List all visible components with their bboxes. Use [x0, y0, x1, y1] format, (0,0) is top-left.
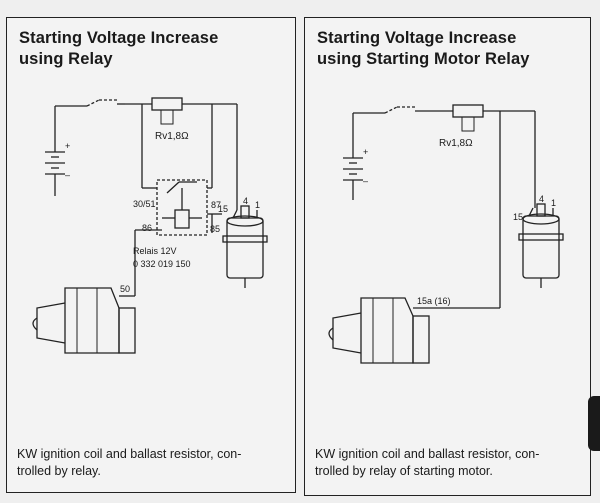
coil-terminal-1: 1	[255, 200, 260, 210]
resistor-label: Rv1,8Ω	[439, 138, 473, 149]
title-line-1: Starting Voltage Increase	[317, 29, 517, 47]
ignition-switch-symbol	[55, 99, 125, 107]
coil-terminal-15: 15	[513, 212, 523, 222]
svg-text:+: +	[363, 147, 368, 157]
coil-terminal-4: 4	[243, 196, 248, 206]
caption-line-1: KW ignition coil and ballast resistor, c…	[315, 447, 540, 461]
caption: KW ignition coil and ballast resistor, c…	[315, 446, 585, 480]
relay-terminal-86: 86	[142, 223, 152, 233]
battery-symbol: + –	[45, 106, 70, 196]
title-line-2: using Relay	[19, 50, 113, 68]
relay-symbol	[156, 179, 208, 236]
relay-terminal-30-51: 30/51	[133, 199, 156, 209]
page-edge-shadow	[588, 396, 600, 451]
resistor-label: Rv1,8Ω	[155, 131, 189, 142]
starter-motor-symbol	[32, 287, 136, 354]
svg-text:–: –	[65, 170, 70, 180]
panel-title: Starting Voltage Increase using Starting…	[317, 28, 530, 70]
wiring-diagram-starting-motor-relay: + – Rv1,8Ω 15	[328, 104, 564, 364]
panel-title: Starting Voltage Increase using Relay	[19, 28, 218, 70]
ignition-coil-symbol	[518, 203, 564, 288]
panel-starting-motor-relay: Starting Voltage Increase using Starting…	[304, 17, 591, 496]
relay-name: Relais 12V	[133, 246, 177, 256]
panel-starting-voltage-relay: Starting Voltage Increase using Relay + …	[6, 17, 296, 493]
caption-line-2: trolled by relay.	[17, 464, 101, 478]
svg-text:–: –	[363, 176, 368, 186]
relay-part-number: 0 332 019 150	[133, 259, 191, 269]
caption-line-2: trolled by relay of starting motor.	[315, 464, 493, 478]
relay-terminal-87: 87	[211, 200, 221, 210]
ballast-resistor-symbol	[452, 104, 536, 308]
ballast-resistor-symbol	[151, 97, 238, 210]
wiring-diagram-relay: + – Rv1,8Ω	[32, 97, 268, 354]
coil-terminal-1: 1	[551, 198, 556, 208]
starter-terminal-50: 50	[120, 284, 130, 294]
coil-terminal-15: 15	[218, 204, 228, 214]
svg-text:+: +	[65, 141, 70, 151]
coil-terminal-4: 4	[539, 194, 544, 204]
starter-terminal-15a: 15a (16)	[417, 296, 451, 306]
ignition-switch-symbol	[353, 106, 453, 114]
title-line-2: using Starting Motor Relay	[317, 50, 530, 68]
caption: KW ignition coil and ballast resistor, c…	[17, 446, 287, 480]
caption-line-1: KW ignition coil and ballast resistor, c…	[17, 447, 242, 461]
relay-terminal-85: 85	[210, 224, 220, 234]
ignition-coil-symbol	[222, 205, 268, 288]
starter-motor-symbol	[328, 297, 430, 364]
title-line-1: Starting Voltage Increase	[19, 29, 219, 47]
battery-symbol: + –	[343, 113, 368, 200]
